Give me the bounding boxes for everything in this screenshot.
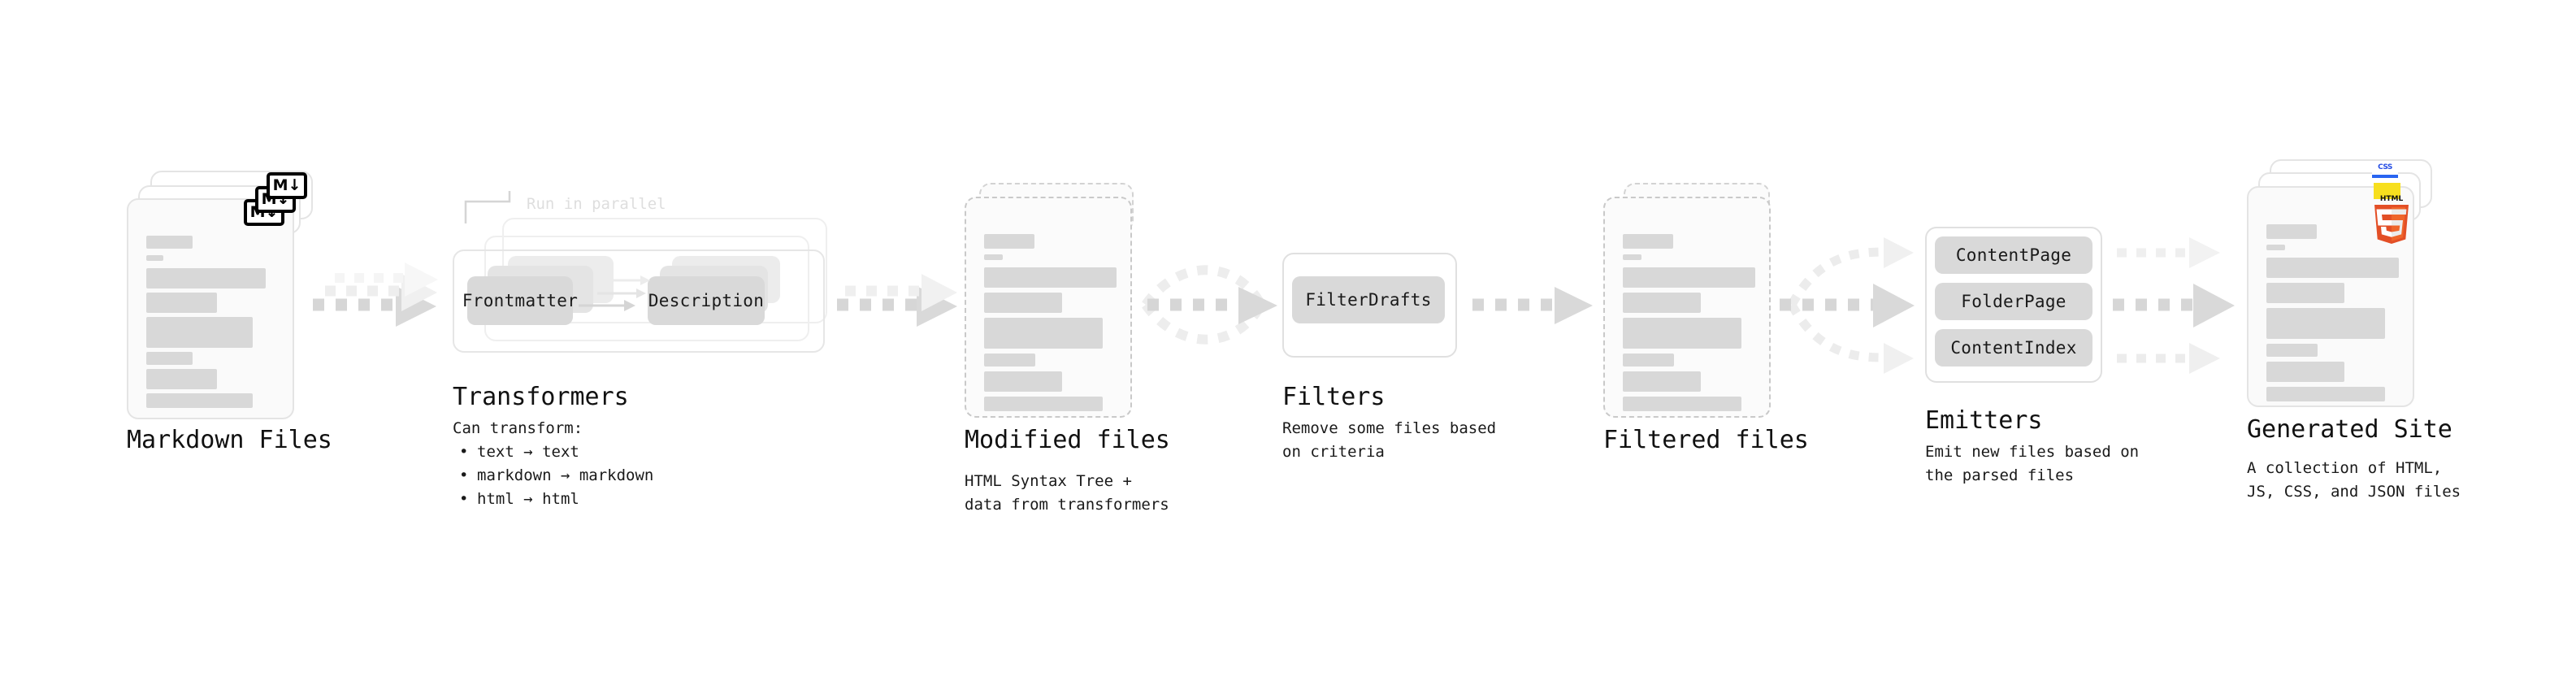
skeleton-bar xyxy=(2266,258,2399,278)
bullet-label: html → html xyxy=(477,490,579,508)
skeleton-bar xyxy=(1623,397,1741,411)
skeleton-bar xyxy=(2266,362,2344,382)
markdown-card-front xyxy=(127,198,294,419)
stage-title-transformers: Transformers xyxy=(453,383,629,411)
skeleton-bar xyxy=(1623,318,1741,349)
css-icon: CSS xyxy=(2372,163,2398,178)
skeleton-bar xyxy=(984,354,1035,367)
skeleton-bar xyxy=(2266,344,2318,357)
js-icon xyxy=(2374,183,2400,199)
skeleton-bar xyxy=(2266,283,2344,303)
skeleton-bar xyxy=(984,318,1103,349)
skeleton-bar xyxy=(146,393,253,408)
skeleton-bar xyxy=(1623,254,1641,260)
skeleton-bar xyxy=(984,397,1103,411)
stage-title-markdown-files: Markdown Files xyxy=(127,426,332,454)
list-item: •html → html xyxy=(459,490,579,508)
filtered-card-front xyxy=(1603,197,1771,418)
skeleton-bar xyxy=(2266,308,2385,339)
transformer-pill-description[interactable]: Description xyxy=(648,276,765,325)
skeleton-bar xyxy=(984,371,1062,392)
emitter-pill-contentpage[interactable]: ContentPage xyxy=(1935,236,2092,274)
list-item: •markdown → markdown xyxy=(459,466,654,484)
skeleton-bar xyxy=(984,293,1062,313)
skeleton-bar xyxy=(2266,387,2385,401)
stage-title-filtered-files: Filtered files xyxy=(1603,426,1809,454)
stage-subtitle-modified-files: HTML Syntax Tree + data from transformer… xyxy=(965,472,1169,514)
skeleton-bar xyxy=(146,255,163,261)
list-item: •text → text xyxy=(459,443,579,461)
skeleton-bar xyxy=(984,234,1034,249)
stage-subtitle-filters: Remove some files based on criteria xyxy=(1282,419,1497,461)
skeleton-bar xyxy=(1623,234,1673,249)
html5-icon: HTML xyxy=(2374,195,2409,244)
skeleton-bar xyxy=(146,352,193,365)
skeleton-bar xyxy=(146,317,253,348)
stage-subtitle-transformers: Can transform: xyxy=(453,419,583,437)
skeleton-bar xyxy=(1623,371,1701,392)
stage-title-generated-site: Generated Site xyxy=(2247,415,2452,444)
modified-card-front xyxy=(965,197,1132,418)
stage-title-emitters: Emitters xyxy=(1925,406,2043,435)
svg-text:HTML: HTML xyxy=(2380,195,2404,203)
transformer-pill-frontmatter[interactable]: Frontmatter xyxy=(462,276,578,325)
skeleton-bar xyxy=(146,293,217,313)
skeleton-bar xyxy=(1623,354,1674,367)
emitter-pill-contentindex[interactable]: ContentIndex xyxy=(1935,329,2092,367)
skeleton-bar xyxy=(146,236,193,249)
markdown-icon-back-2: M↓ xyxy=(267,172,307,199)
skeleton-bar xyxy=(2266,224,2317,239)
bullet-label: text → text xyxy=(477,443,579,461)
skeleton-bar xyxy=(984,267,1117,288)
skeleton-bar xyxy=(146,369,217,389)
stage-title-modified-files: Modified files xyxy=(965,426,1170,454)
run-in-parallel-label: Run in parallel xyxy=(527,195,666,213)
stage-subtitle-emitters: Emit new files based on the parsed files xyxy=(1925,443,2140,484)
filter-pill-filterdrafts[interactable]: FilterDrafts xyxy=(1292,276,1445,323)
skeleton-bar xyxy=(2266,245,2285,250)
stage-title-filters: Filters xyxy=(1282,383,1386,411)
skeleton-bar xyxy=(1623,293,1701,313)
stage-subtitle-generated-site: A collection of HTML, JS, CSS, and JSON … xyxy=(2247,459,2461,501)
bullet-label: markdown → markdown xyxy=(477,466,654,484)
skeleton-bar xyxy=(146,268,266,288)
transformers-box xyxy=(453,249,825,353)
transformers-bullet-list: •text → text •markdown → markdown •html … xyxy=(459,440,653,511)
emitter-pill-folderpage[interactable]: FolderPage xyxy=(1935,283,2092,320)
skeleton-bar xyxy=(1623,267,1755,288)
skeleton-bar xyxy=(984,254,1003,260)
